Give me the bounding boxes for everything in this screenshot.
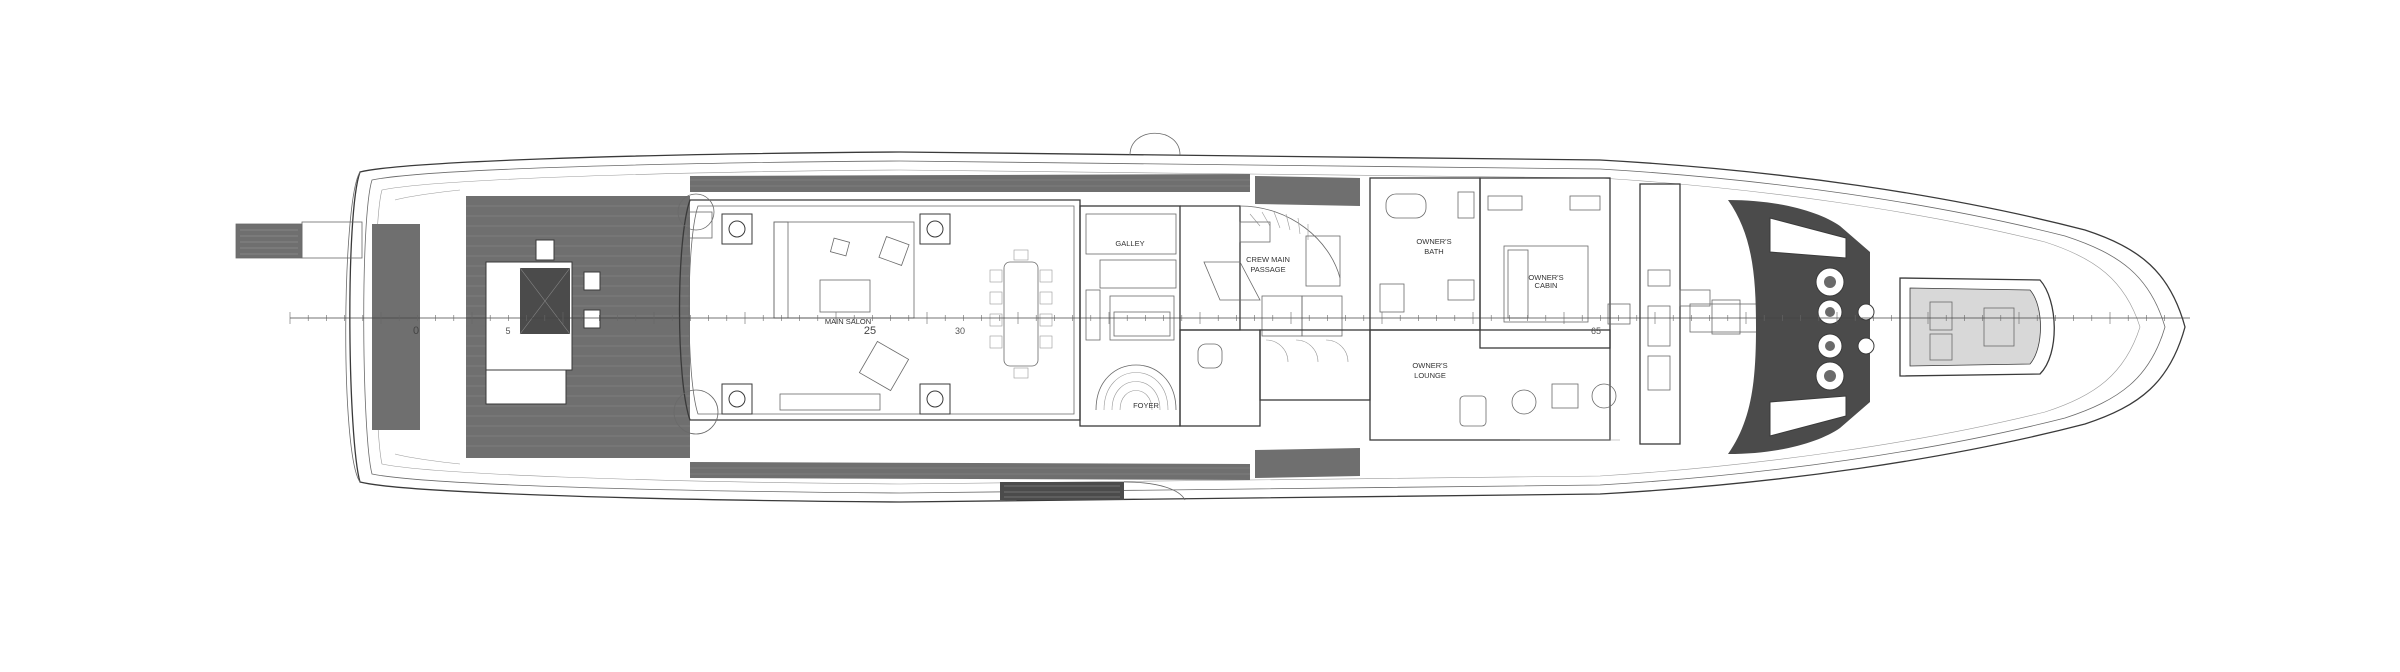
room-labels: GALLEY CREW MAIN PASSAGE FOYER OWNER'S B… [825,237,1564,410]
label-owners-lounge-2: LOUNGE [1414,371,1446,380]
hull-bump [1129,133,1181,156]
aft-deck [372,196,690,458]
frame-label-25: 25 [864,325,876,337]
centerline [289,312,2190,324]
frame-label-65: 65 [1591,326,1601,336]
frame-ticks [289,312,2165,324]
hull-outline [345,151,2186,503]
frame-label-30: 30 [955,326,965,336]
label-owners-bath-2: BATH [1424,247,1443,256]
foredeck [1639,183,2055,454]
main-salon [673,193,1081,435]
frame-label-5: 5 [505,326,510,336]
label-galley: GALLEY [1115,239,1144,248]
frame-label-0: 0 [413,325,419,337]
label-crew-main-passage-1: CREW MAIN [1246,255,1290,264]
label-foyer: FOYER [1133,401,1159,410]
label-crew-main-passage-2: PASSAGE [1250,265,1285,274]
label-owners-cabin-1: OWNER'S [1528,273,1563,282]
label-owners-lounge-1: OWNER'S [1412,361,1447,370]
side-decks [690,174,1360,480]
label-main-salon: MAIN SALON [825,317,871,326]
label-owners-bath-1: OWNER'S [1416,237,1451,246]
label-owners-cabin-2: CABIN [1535,281,1558,290]
owners-suite [1369,177,1631,441]
side-gangway [1000,481,1186,501]
frame-labels: 0 5 25 30 65 [413,325,1601,337]
stern-passerelle [235,221,363,259]
